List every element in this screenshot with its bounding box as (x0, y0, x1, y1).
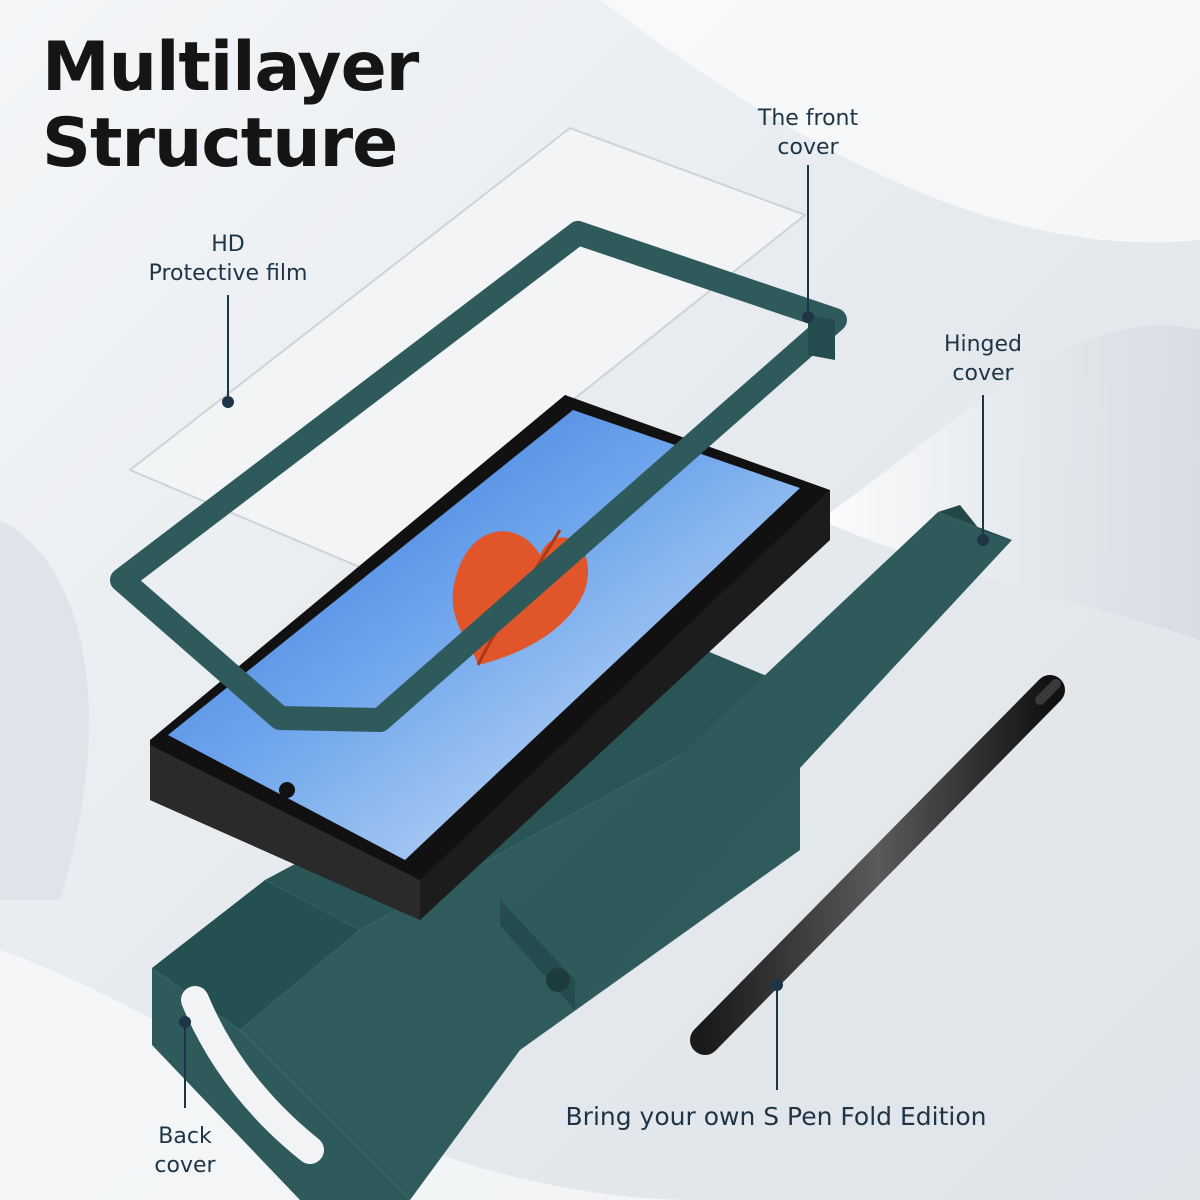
hd-film-label-line-1: HD (211, 232, 245, 257)
leader-lines (179, 165, 989, 1108)
hd-film-label: HD Protective film (128, 230, 328, 288)
hinged-cover-label: Hinged cover (913, 330, 1053, 388)
film-marker-dot (222, 396, 234, 408)
front-cover (110, 221, 847, 732)
hd-film-label-line-2: Protective film (148, 261, 308, 286)
front-cover-marker-dot (802, 311, 814, 323)
title-line-1: Multilayer (42, 28, 419, 107)
page-title: Multilayer Structure (42, 28, 419, 183)
s-pen (690, 675, 1065, 1055)
hinged-cover-marker-dot (977, 534, 989, 546)
front-cover-label: The front cover (728, 104, 888, 162)
hinged-cover-label-line-2: cover (952, 361, 1014, 386)
title-line-2: Structure (42, 104, 398, 183)
s-pen-label: Bring your own S Pen Fold Edition (565, 1102, 987, 1131)
s-pen-marker-dot (771, 979, 783, 991)
hinged-cover-label-line-1: Hinged (943, 332, 1023, 357)
front-cover-label-line-2: cover (777, 135, 839, 160)
front-cover-label-line-1: The front (757, 106, 859, 131)
back-cover-label-line-2: cover (154, 1153, 216, 1178)
back-cover-label: Back cover (120, 1122, 250, 1180)
back-cover-label-line-1: Back (158, 1124, 212, 1149)
hinged-cover (500, 505, 1012, 1010)
back-cover-marker-dot (179, 1016, 191, 1028)
